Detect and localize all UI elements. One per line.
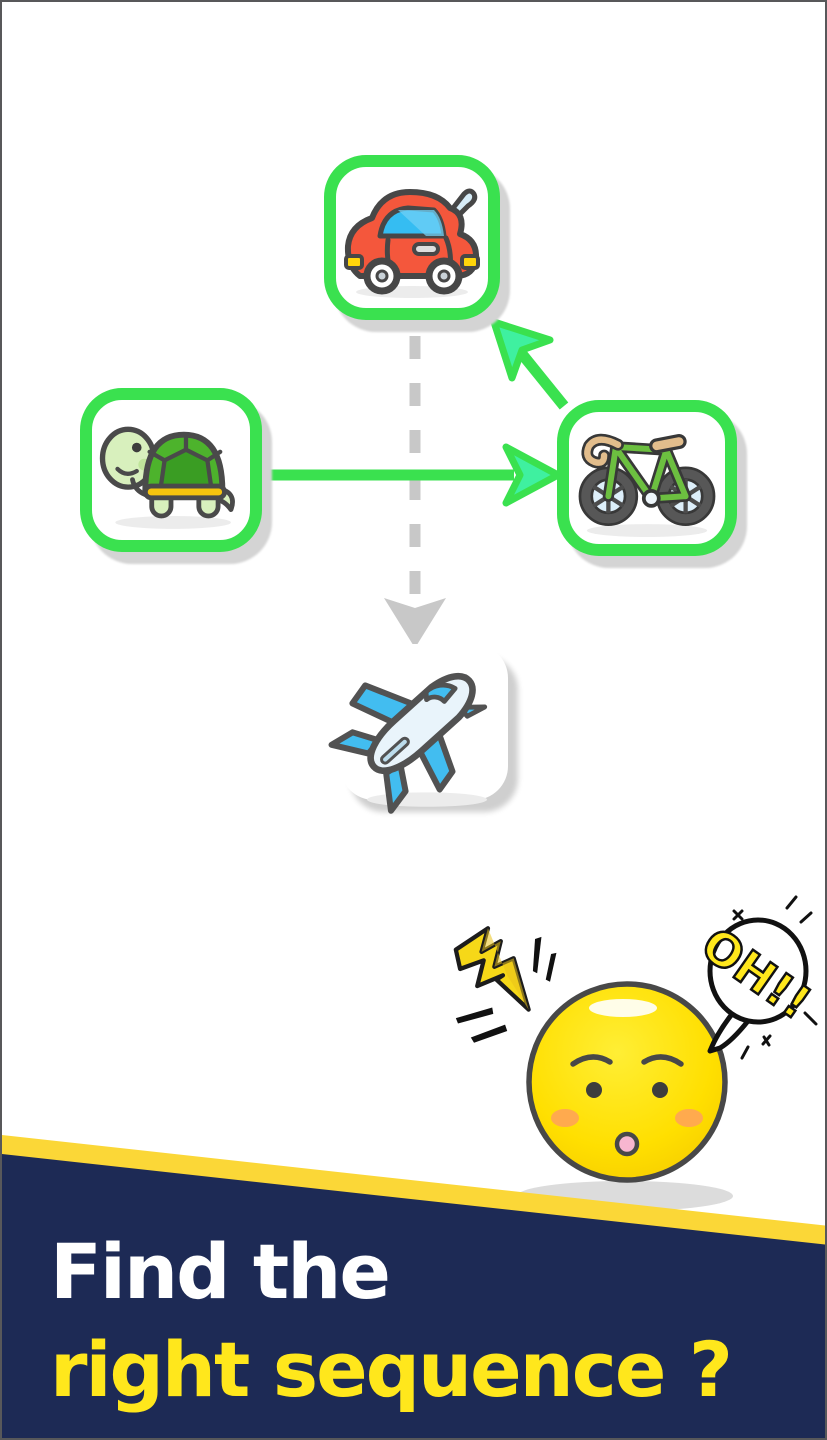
airplane-icon: [328, 672, 488, 814]
arrow-bicycle-to-car: [490, 318, 569, 410]
front-wheel: [578, 466, 639, 527]
oh-speech-bubble: OH!!: [691, 895, 822, 1060]
arrow-car-to-airplane: [384, 336, 446, 648]
lightning-bolt-icon: [453, 926, 557, 1043]
car-icon: [344, 188, 480, 298]
node-airplane[interactable]: [328, 644, 508, 814]
node-bicycle[interactable]: [557, 400, 737, 556]
banner-title-line2: right sequence ?: [50, 1325, 733, 1414]
node-car[interactable]: [324, 155, 500, 320]
bicycle-icon: [578, 433, 716, 537]
turtle-icon: [99, 426, 235, 529]
banner-title-line1: Find the: [50, 1227, 391, 1316]
node-turtle[interactable]: [80, 388, 262, 552]
arrow-turtle-to-bicycle: [260, 443, 562, 507]
